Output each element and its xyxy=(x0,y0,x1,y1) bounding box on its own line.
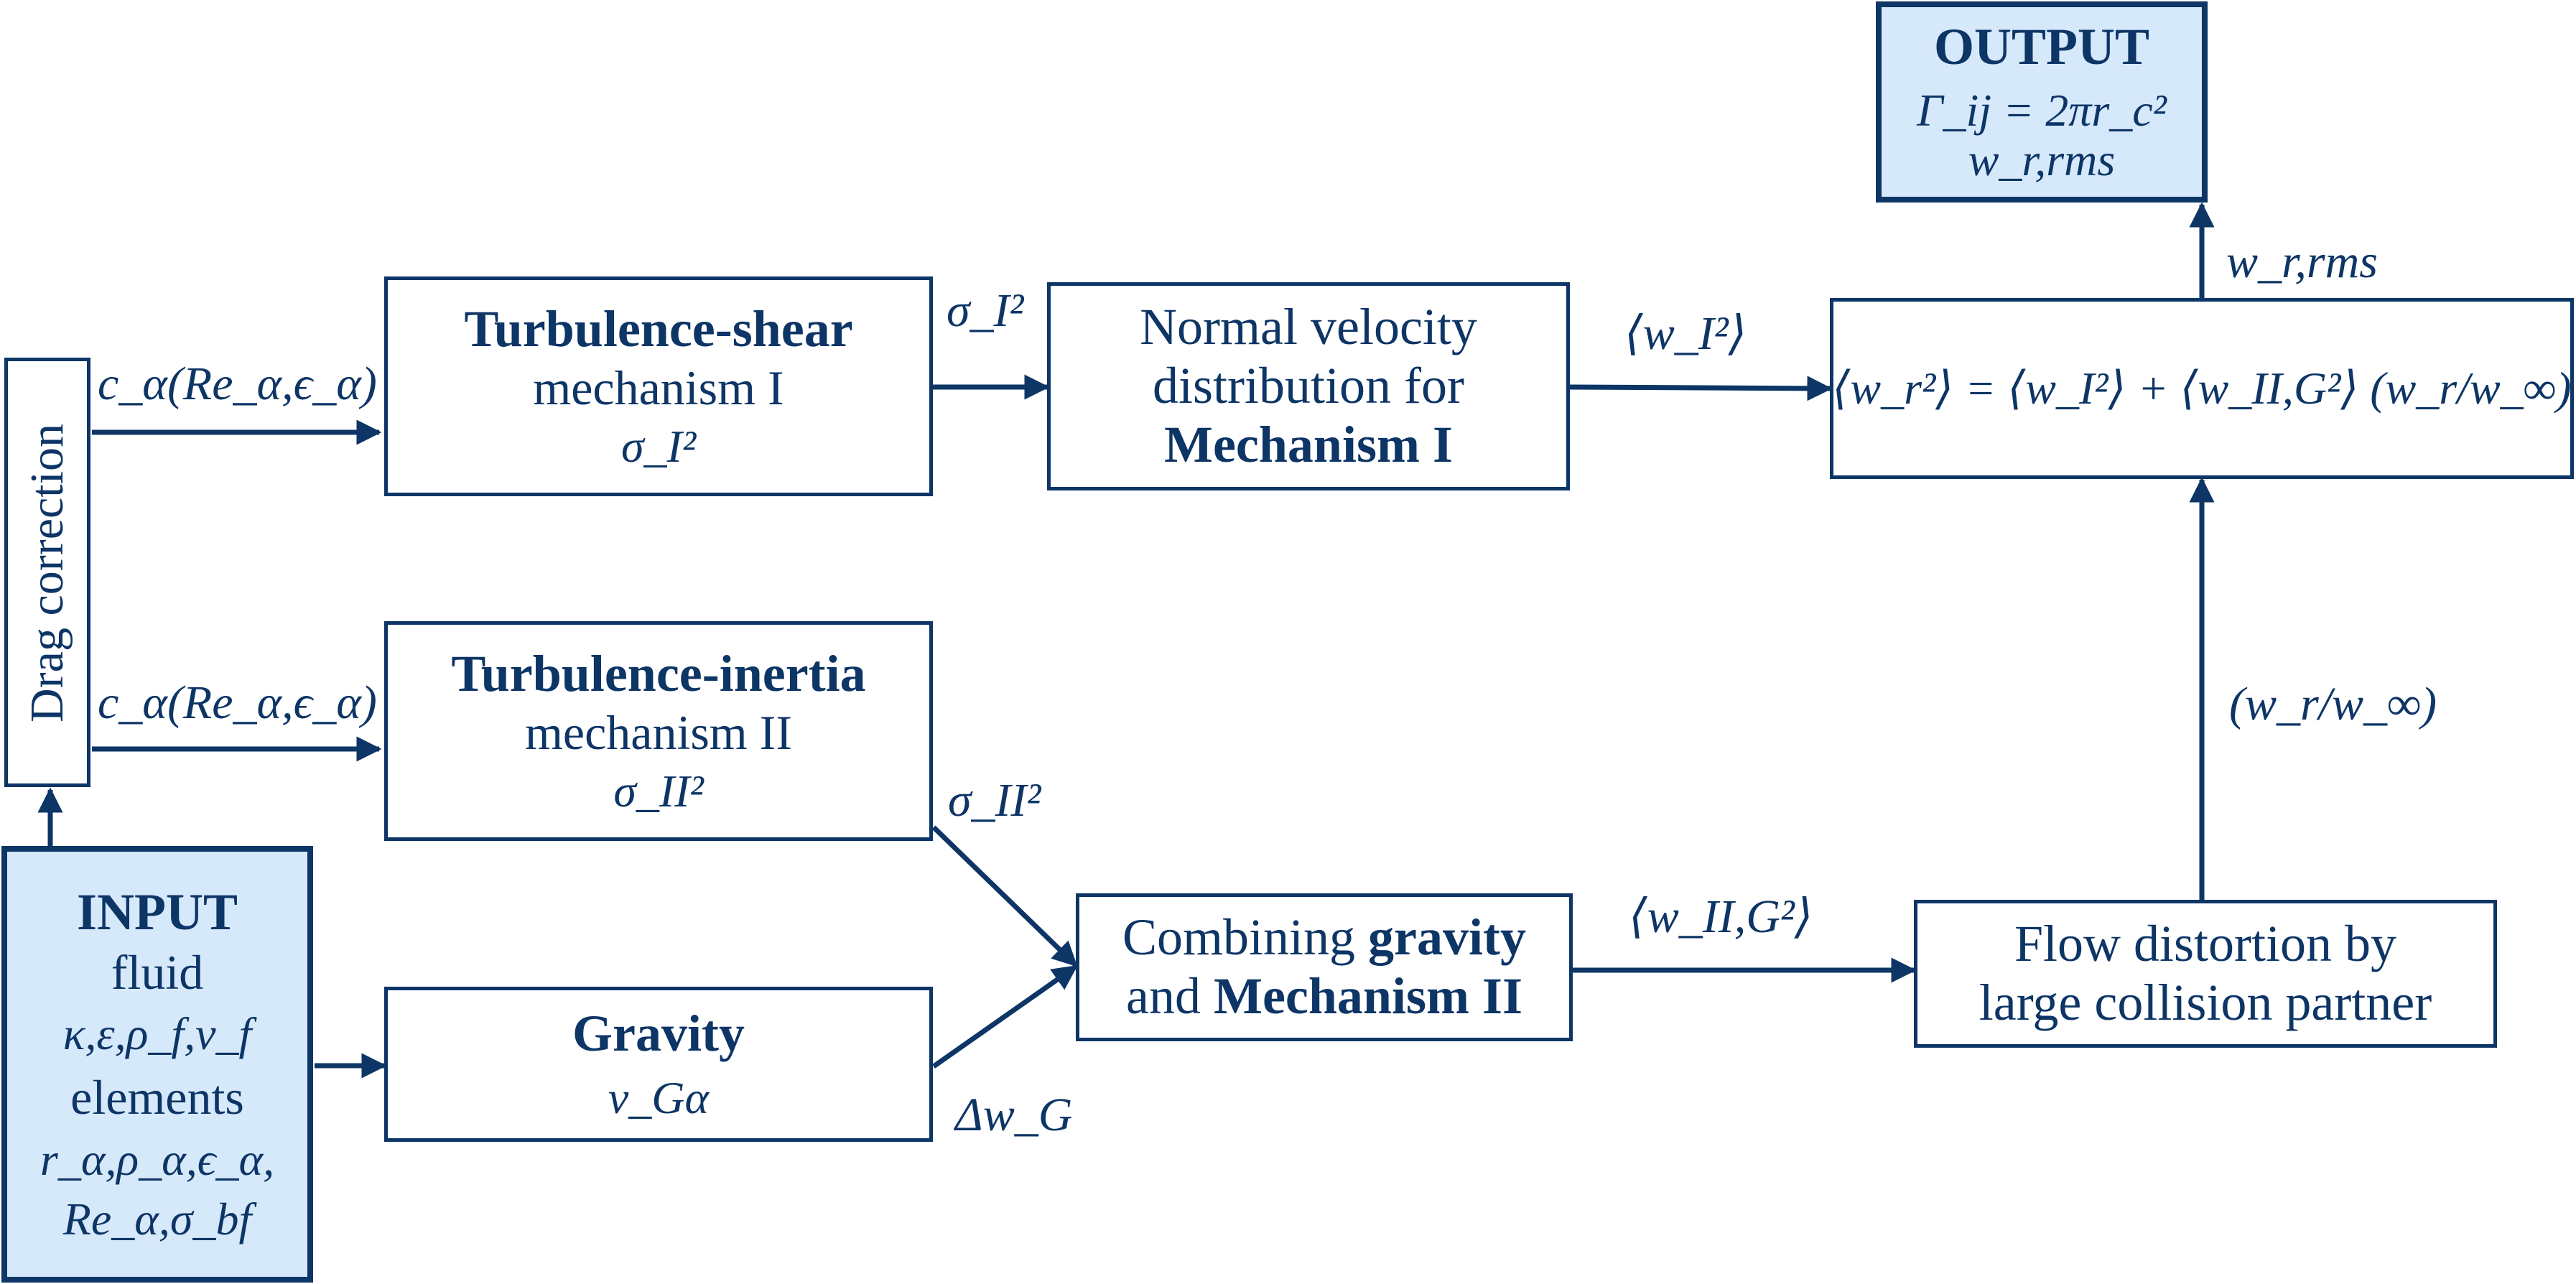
combine-line1-plain: Combining xyxy=(1122,908,1369,967)
inertia-subtitle: mechanism II xyxy=(525,704,792,760)
inertia-title: Turbulence-inertia xyxy=(451,644,866,702)
input-elements-vars-2: Re_α,σ_bf xyxy=(62,1193,252,1245)
input-box: INPUT fluid κ,ε,ρ_f,ν_f elements r_α,ρ_α… xyxy=(1,846,313,1283)
edge-label-w-rms: w_r,rms xyxy=(2226,236,2378,288)
input-title: INPUT xyxy=(76,883,238,941)
edge-label-c-alpha-shear: c_α(Re_α,ϵ_α) xyxy=(98,358,377,410)
combine-line2: and Mechanism II xyxy=(1126,967,1522,1025)
edge-label-c-alpha-inertia: c_α(Re_α,ϵ_α) xyxy=(98,676,377,729)
inertia-symbol: σ_II² xyxy=(613,766,704,817)
shear-subtitle: mechanism I xyxy=(533,360,784,415)
combine-line1: Combining gravity xyxy=(1122,908,1526,967)
sum-box: ⟨w_r²⟩ = ⟨w_I²⟩ + ⟨w_II,G²⟩ (w_r/w_∞) xyxy=(1830,298,2574,479)
turbulence-inertia-box: Turbulence-inertia mechanism II σ_II² xyxy=(384,621,933,841)
flow-line2: large collision partner xyxy=(1979,974,2432,1031)
sum-formula: ⟨w_r²⟩ = ⟨w_I²⟩ + ⟨w_II,G²⟩ (w_r/w_∞) xyxy=(1832,363,2572,414)
gravity-symbol: v_Gα xyxy=(608,1072,710,1124)
edge-label-sigma-II: σ_II² xyxy=(948,774,1041,827)
gravity-title: Gravity xyxy=(572,1004,745,1062)
turbulence-shear-box: Turbulence-shear mechanism I σ_I² xyxy=(384,276,933,496)
edge-label-delta-w: Δw_G xyxy=(955,1089,1073,1141)
input-elements-label: elements xyxy=(70,1070,244,1125)
arrow-inertia-to-combine xyxy=(931,825,1078,967)
arrow-normal-to-sum xyxy=(1569,376,1833,401)
arrow-gravity-to-combine xyxy=(931,964,1078,1069)
normal-velocity-box: Normal velocity distribution for Mechani… xyxy=(1047,282,1570,490)
drag-correction-label: Drag correction xyxy=(21,424,73,722)
edge-label-w-I: ⟨w_I²⟩ xyxy=(1624,307,1747,360)
output-title: OUTPUT xyxy=(1933,18,2150,76)
input-fluid-label: fluid xyxy=(111,944,204,1000)
edge-label-sigma-I: σ_I² xyxy=(947,284,1024,337)
shear-symbol: σ_I² xyxy=(620,421,697,473)
input-elements-vars-1: r_α,ρ_α,ϵ_α, xyxy=(39,1133,275,1185)
combining-box: Combining gravity and Mechanism II xyxy=(1076,893,1573,1041)
combine-line2-bold: Mechanism II xyxy=(1213,967,1522,1025)
edge-label-w-IIG: ⟨w_II,G²⟩ xyxy=(1629,890,1813,943)
shear-title: Turbulence-shear xyxy=(464,299,853,358)
gravity-box: Gravity v_Gα xyxy=(384,987,933,1142)
normal-line2: distribution for xyxy=(1153,357,1464,415)
normal-line1: Normal velocity xyxy=(1140,298,1477,356)
drag-correction-box xyxy=(4,358,90,787)
combine-line2-plain: and xyxy=(1126,967,1214,1025)
output-formula: Γ_ij = 2πr_c² w_r,rms xyxy=(1917,84,2167,185)
combine-line1-bold: gravity xyxy=(1368,908,1526,967)
flow-line1: Flow distortion by xyxy=(2014,915,2397,973)
input-fluid-vars: κ,ε,ρ_f,ν_f xyxy=(62,1008,252,1060)
edge-label-ratio: (w_r/w_∞) xyxy=(2229,678,2437,730)
normal-line3: Mechanism I xyxy=(1164,415,1453,473)
flow-distortion-box: Flow distortion by large collision partn… xyxy=(1914,900,2497,1048)
output-box: OUTPUT Γ_ij = 2πr_c² w_r,rms xyxy=(1876,1,2208,203)
